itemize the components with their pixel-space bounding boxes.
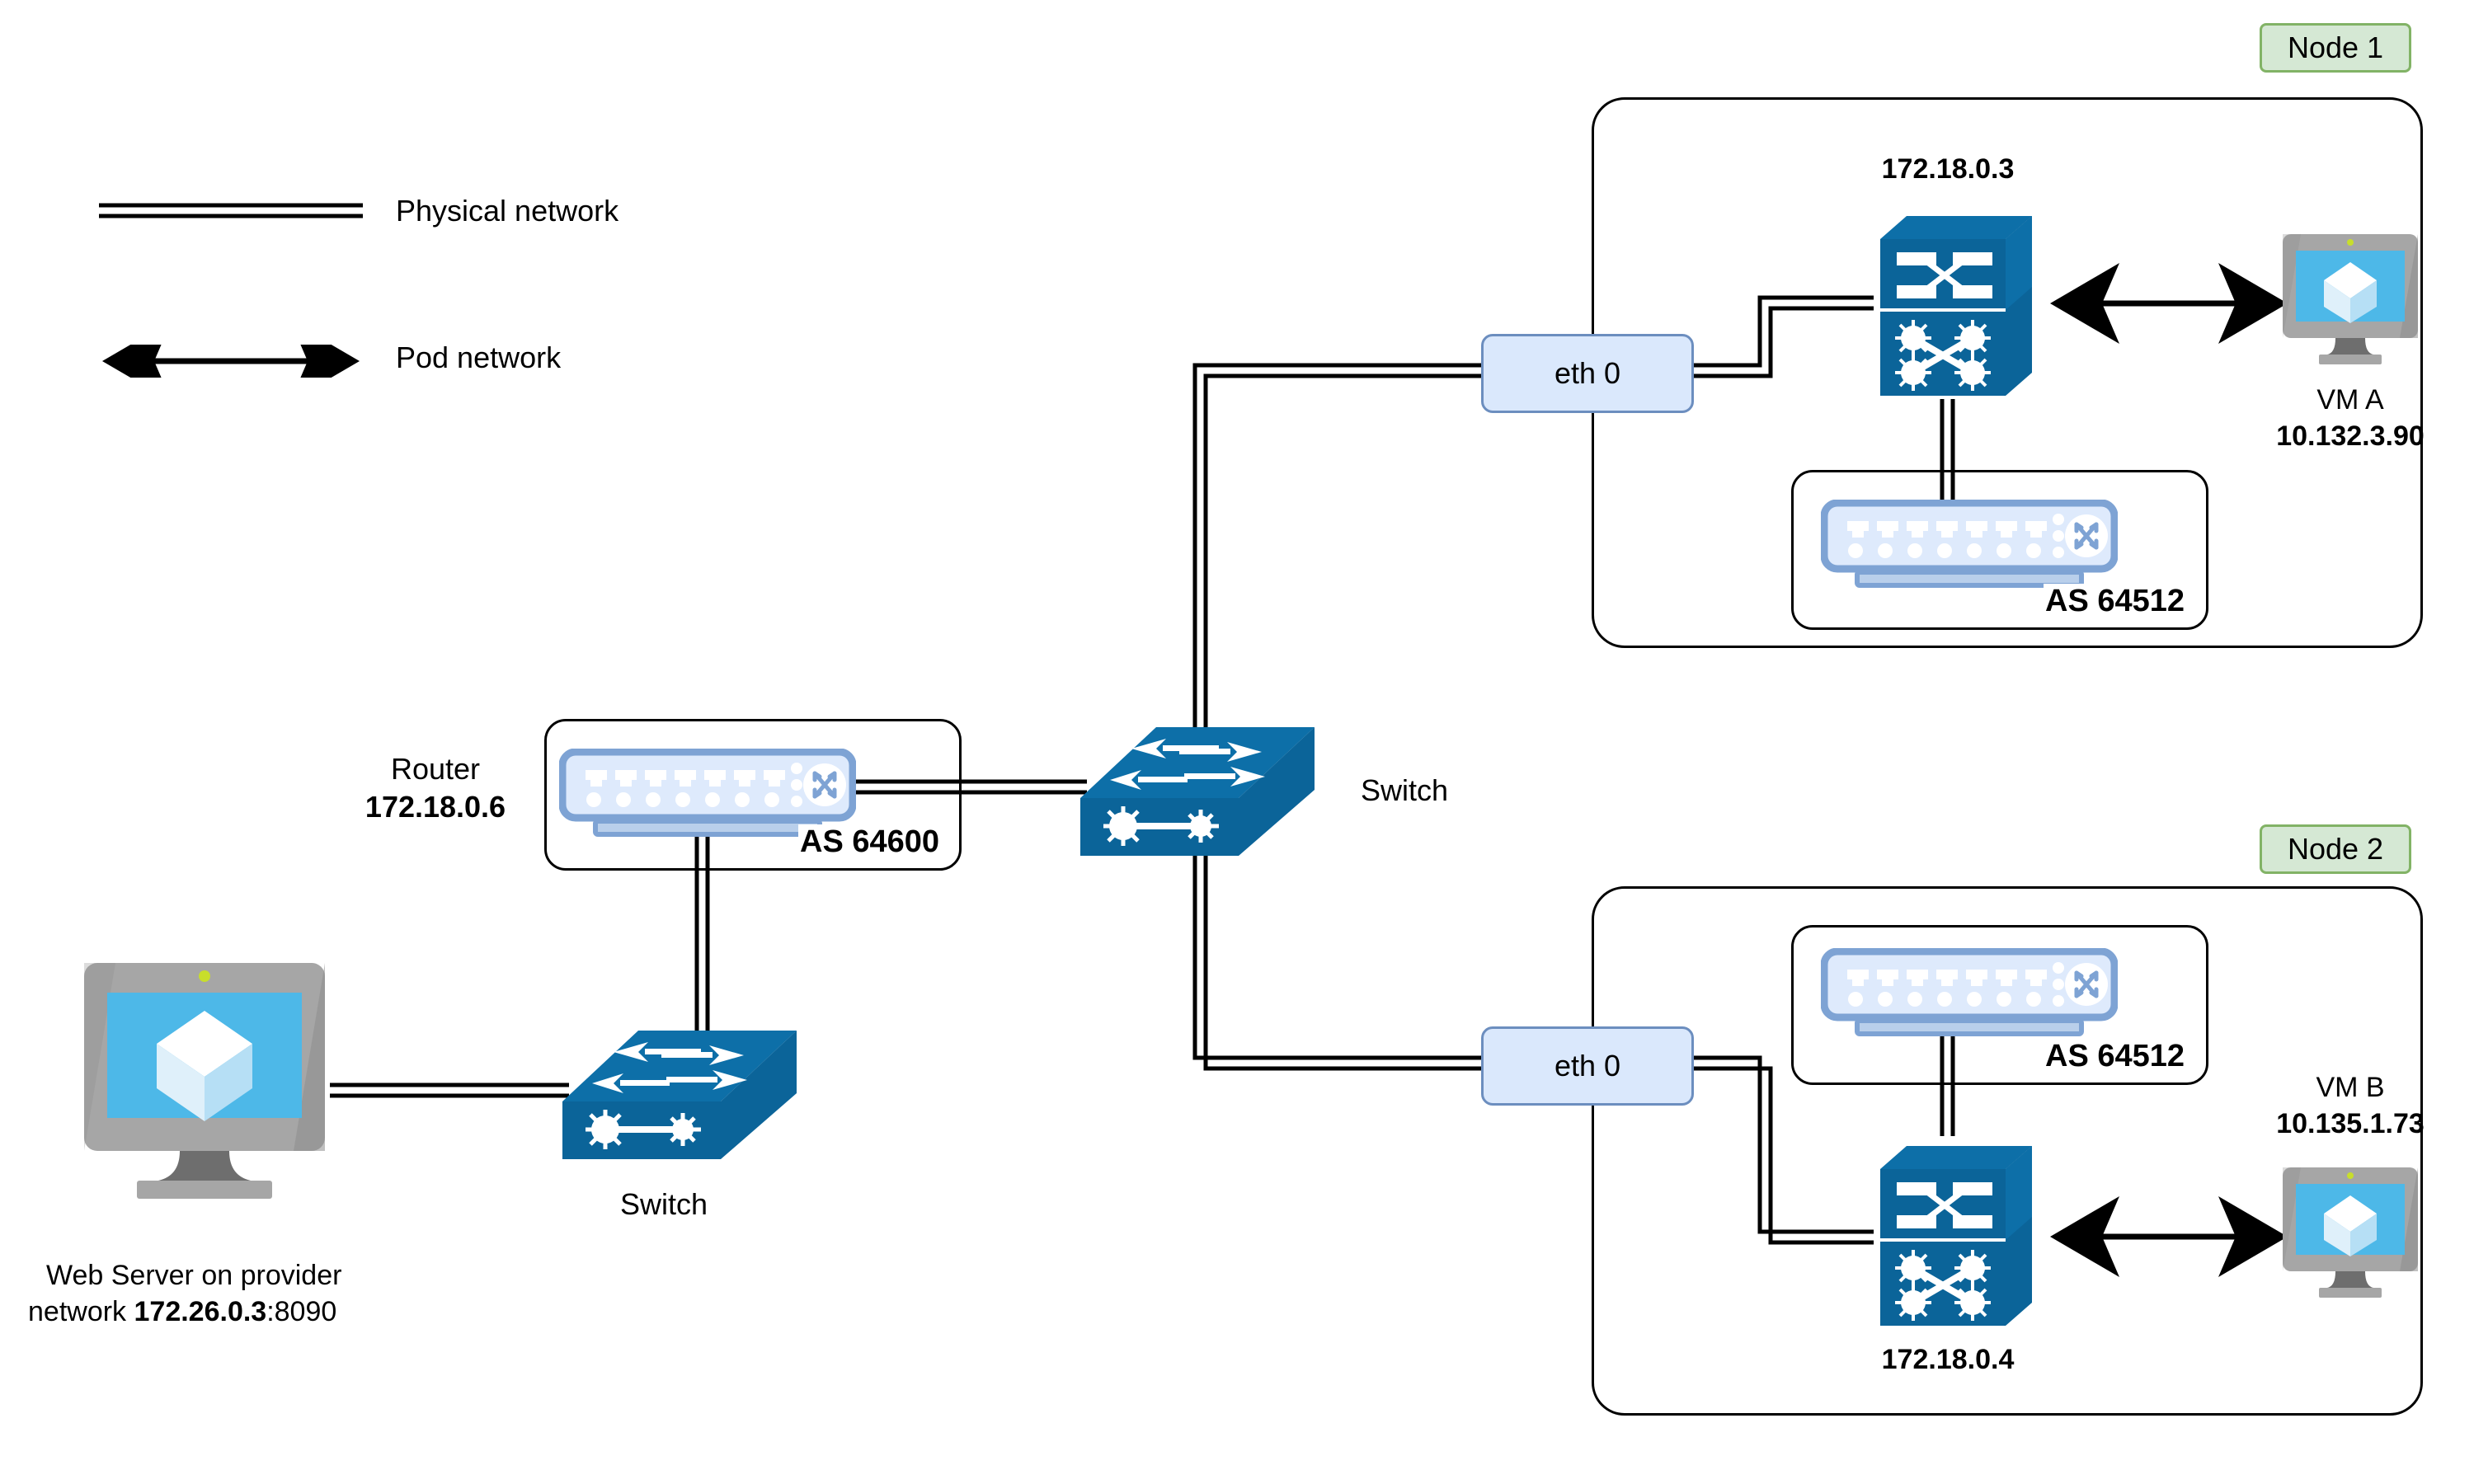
double-line-icon xyxy=(99,203,363,218)
node-2-eth0-label: eth 0 xyxy=(1554,1049,1621,1082)
router-as-label: AS 64600 xyxy=(798,824,942,860)
node-1-eth0-interface[interactable]: eth 0 xyxy=(1481,334,1694,413)
center-switch-label: Switch xyxy=(1361,773,1449,807)
node-2-as-container xyxy=(1791,925,2208,1085)
node-1-as-label: AS 64512 xyxy=(2044,584,2187,619)
bottom-switch-label: Switch xyxy=(619,1187,708,1221)
node-2-eth0-interface[interactable]: eth 0 xyxy=(1481,1026,1694,1106)
switch-icon xyxy=(562,1031,797,1159)
node-2-as-label: AS 64512 xyxy=(2044,1039,2187,1074)
server-monitor-icon xyxy=(84,963,325,1199)
node-2-vm-name: VM B xyxy=(2316,1072,2385,1103)
node-2-switch-ip: 172.18.0.4 xyxy=(1881,1344,2015,1375)
double-arrow-icon xyxy=(102,345,360,378)
node-2-container xyxy=(1592,886,2423,1416)
multilayer-switch-icon xyxy=(1880,216,2032,396)
node-1-as-container xyxy=(1791,470,2208,630)
router-icon xyxy=(559,749,856,837)
router-icon xyxy=(1821,500,2118,588)
web-server-label-line1: Web Server on provider xyxy=(46,1260,342,1291)
router-as-container xyxy=(544,719,962,871)
node-1-vm-name: VM A xyxy=(2316,384,2384,416)
node-badge-2: Node 2 xyxy=(2260,824,2411,874)
node-badge-2-label: Node 2 xyxy=(2287,832,2384,866)
node-1-eth0-label: eth 0 xyxy=(1554,356,1621,390)
legend-label-pod-network: Pod network xyxy=(396,340,562,374)
legend-label-physical-network: Physical network xyxy=(396,194,619,228)
node-1-switch-ip: 172.18.0.3 xyxy=(1881,153,2015,185)
node-badge-1: Node 1 xyxy=(2260,23,2411,73)
vm-monitor-icon xyxy=(2283,234,2418,364)
vm-monitor-icon xyxy=(2283,1167,2418,1298)
switch-icon xyxy=(1080,727,1315,856)
router-ip: 172.18.0.6 xyxy=(365,790,506,824)
node-1-vm-ip: 10.132.3.90 xyxy=(2276,420,2425,452)
node-badge-1-label: Node 1 xyxy=(2287,31,2384,64)
router-icon xyxy=(1821,948,2118,1036)
router-name: Router xyxy=(390,752,481,786)
node-2-vm-ip: 10.135.1.73 xyxy=(2276,1108,2425,1139)
multilayer-switch-icon xyxy=(1880,1146,2032,1326)
web-server-network-prefix: network xyxy=(28,1296,134,1327)
web-server-ip: 172.26.0.3 xyxy=(134,1296,267,1327)
web-server-port: :8090 xyxy=(266,1296,337,1327)
web-server-label-line2: network 172.26.0.3:8090 xyxy=(28,1296,336,1328)
